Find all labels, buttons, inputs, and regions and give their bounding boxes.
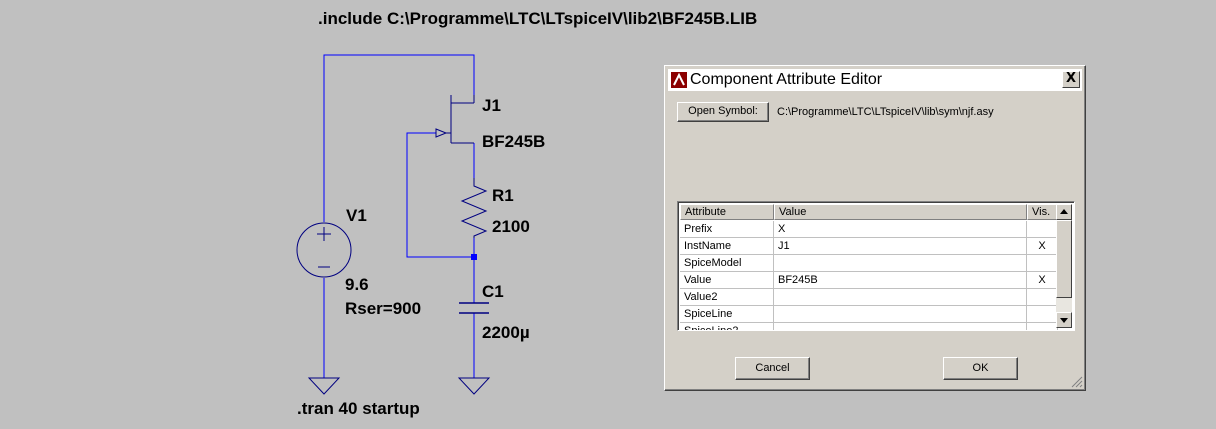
table-header: Attribute Value Vis. bbox=[680, 204, 1058, 220]
value-cell[interactable]: J1 bbox=[774, 238, 1027, 255]
r1-value-label[interactable]: 2100 bbox=[492, 217, 530, 236]
attribute-cell[interactable]: InstName bbox=[680, 238, 774, 255]
vis-cell[interactable]: X bbox=[1027, 272, 1058, 289]
value-cell[interactable] bbox=[774, 323, 1027, 330]
scroll-thumb[interactable] bbox=[1056, 220, 1072, 298]
scroll-down-button[interactable] bbox=[1056, 312, 1072, 328]
table-row[interactable]: SpiceLine2 bbox=[680, 323, 1058, 330]
j1-value-label[interactable]: BF245B bbox=[482, 132, 546, 151]
j1-name-label[interactable]: J1 bbox=[482, 96, 501, 115]
cancel-button[interactable]: Cancel bbox=[735, 357, 810, 380]
attribute-cell[interactable]: SpiceModel bbox=[680, 255, 774, 272]
value-cell[interactable] bbox=[774, 255, 1027, 272]
value-cell[interactable]: X bbox=[774, 221, 1027, 238]
ok-button[interactable]: OK bbox=[943, 357, 1018, 380]
column-header-attribute[interactable]: Attribute bbox=[680, 204, 774, 220]
component-attribute-editor-dialog: Component Attribute Editor X Open Symbol… bbox=[664, 65, 1086, 391]
attribute-cell[interactable]: Value2 bbox=[680, 289, 774, 306]
v1-name-label[interactable]: V1 bbox=[346, 206, 367, 225]
ground-symbol bbox=[457, 377, 491, 395]
vertical-scrollbar[interactable] bbox=[1056, 204, 1072, 328]
wire-gate-feedback[interactable] bbox=[406, 132, 474, 258]
symbol-path-text: C:\Programme\LTC\LTspiceIV\lib\sym\njf.a… bbox=[777, 106, 994, 118]
j1-symbol[interactable] bbox=[435, 95, 475, 144]
ground-symbol bbox=[307, 377, 341, 395]
include-directive[interactable]: .include C:\Programme\LTC\LTspiceIV\lib2… bbox=[318, 9, 758, 28]
vis-cell[interactable] bbox=[1027, 255, 1058, 272]
c1-value-label[interactable]: 2200µ bbox=[482, 323, 530, 342]
resize-grip-icon[interactable] bbox=[1071, 376, 1083, 388]
value-cell[interactable]: BF245B bbox=[774, 272, 1027, 289]
c1-name-label[interactable]: C1 bbox=[482, 282, 504, 301]
vis-cell[interactable] bbox=[1027, 289, 1058, 306]
junction-dot bbox=[471, 254, 477, 260]
tran-directive[interactable]: .tran 40 startup bbox=[297, 399, 420, 418]
v1-symbol[interactable] bbox=[296, 222, 352, 278]
arrow-down-icon bbox=[1060, 318, 1068, 323]
wires[interactable] bbox=[323, 54, 475, 378]
vis-cell[interactable]: X bbox=[1027, 238, 1058, 255]
r1-name-label[interactable]: R1 bbox=[492, 186, 514, 205]
vis-cell[interactable] bbox=[1027, 221, 1058, 238]
table-row[interactable]: SpiceLine bbox=[680, 306, 1058, 323]
arrow-up-icon bbox=[1060, 209, 1068, 214]
v1-param-label[interactable]: Rser=900 bbox=[345, 299, 422, 318]
column-header-vis[interactable]: Vis. bbox=[1027, 204, 1058, 220]
attribute-cell[interactable]: Prefix bbox=[680, 221, 774, 238]
v1-value-label[interactable]: 9.6 bbox=[345, 275, 369, 294]
table-row[interactable]: SpiceModel bbox=[680, 255, 1058, 272]
value-cell[interactable] bbox=[774, 289, 1027, 306]
column-header-value[interactable]: Value bbox=[774, 204, 1027, 220]
vis-cell[interactable] bbox=[1027, 306, 1058, 323]
attribute-cell[interactable]: SpiceLine2 bbox=[680, 323, 774, 330]
scroll-up-button[interactable] bbox=[1056, 204, 1072, 220]
dialog-titlebar[interactable]: Component Attribute Editor X bbox=[668, 69, 1082, 91]
attribute-cell[interactable]: Value bbox=[680, 272, 774, 289]
r1-symbol[interactable] bbox=[460, 178, 488, 238]
c1-symbol[interactable] bbox=[459, 302, 489, 314]
table-row[interactable]: Value2 bbox=[680, 289, 1058, 306]
open-symbol-button[interactable]: Open Symbol: bbox=[677, 102, 769, 122]
ltspice-app-icon bbox=[671, 72, 687, 88]
value-cell[interactable] bbox=[774, 306, 1027, 323]
dialog-title: Component Attribute Editor bbox=[690, 71, 883, 88]
close-button[interactable]: X bbox=[1062, 71, 1080, 88]
vis-cell[interactable] bbox=[1027, 323, 1058, 330]
attribute-cell[interactable]: SpiceLine bbox=[680, 306, 774, 323]
wire-top-loop[interactable] bbox=[323, 54, 475, 222]
